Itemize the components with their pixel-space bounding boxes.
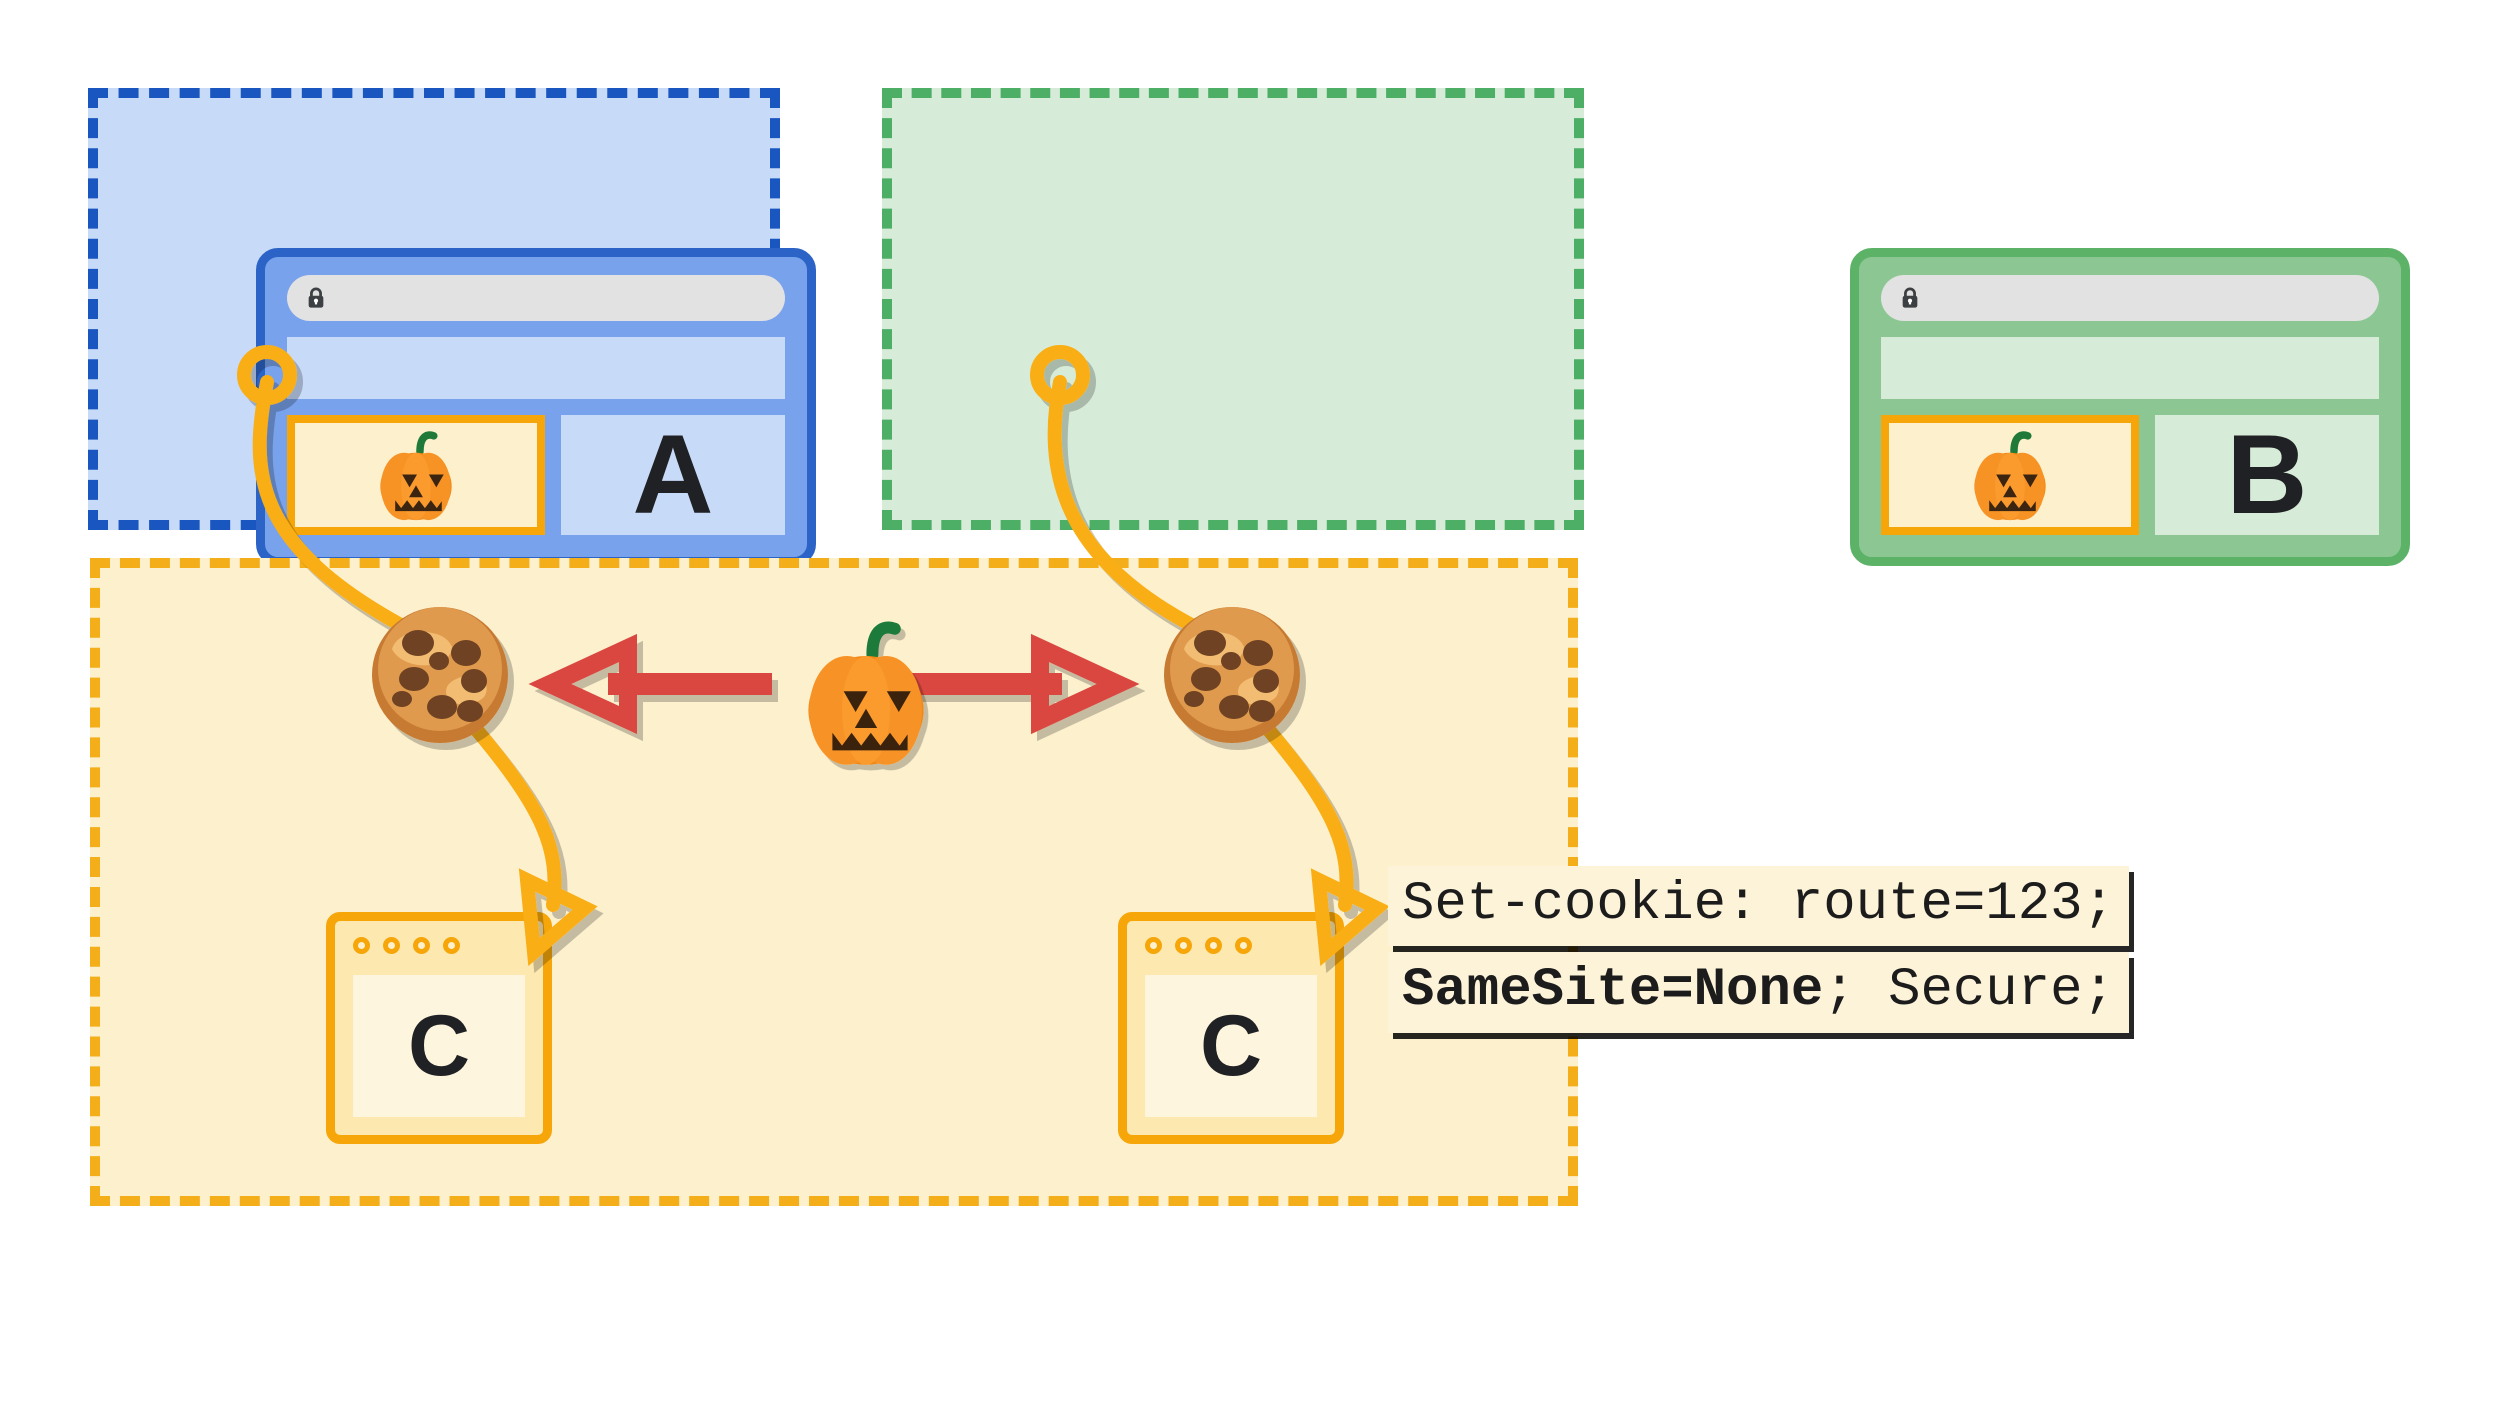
server-dot-icon — [1175, 937, 1192, 954]
server-label-c-left: C — [407, 998, 471, 1094]
page-content-b: B — [1881, 415, 2379, 535]
server-screen-right: C — [1145, 975, 1317, 1117]
samesite-secure-token: ; Secure; — [1823, 960, 2115, 1022]
site-label-b: B — [2226, 412, 2308, 537]
set-cookie-header-label: Set-cookie: route=123; SameSite=None; Se… — [1388, 866, 2129, 1033]
site-boundary-c — [90, 558, 1578, 1206]
content-placeholder-bar-b — [1881, 337, 2379, 399]
samesite-none-token: SameSite=None — [1402, 960, 1824, 1022]
server-dot-icon — [443, 937, 460, 954]
pumpkin-icon — [1974, 431, 2046, 521]
server-window-c-left: C — [326, 912, 552, 1144]
url-bar-b[interactable] — [1881, 275, 2379, 321]
server-dot-icon — [1235, 937, 1252, 954]
site-letter-cell-b: B — [2155, 415, 2379, 535]
server-window-c-right: C — [1118, 912, 1344, 1144]
set-cookie-line-1: Set-cookie: route=123; — [1388, 866, 2129, 947]
server-dot-icon — [353, 937, 370, 954]
embedded-image-frame-a — [287, 415, 545, 535]
lock-icon — [1902, 287, 1918, 308]
url-bar-a[interactable] — [287, 275, 785, 321]
lock-icon — [308, 287, 324, 308]
browser-window-a: A — [256, 248, 816, 566]
site-label-a: A — [632, 412, 714, 537]
set-cookie-line-2: SameSite=None; Secure; — [1388, 952, 2129, 1033]
server-dot-icon — [1145, 937, 1162, 954]
site-letter-cell-a: A — [561, 415, 785, 535]
pumpkin-icon — [380, 431, 452, 521]
server-dots — [353, 937, 460, 954]
server-screen-left: C — [353, 975, 525, 1117]
server-dots — [1145, 937, 1252, 954]
server-label-c-right: C — [1199, 998, 1263, 1094]
server-dot-icon — [1205, 937, 1222, 954]
browser-window-b: B — [1850, 248, 2410, 566]
content-placeholder-bar-a — [287, 337, 785, 399]
site-boundary-a: A — [88, 88, 816, 566]
embedded-image-frame-b — [1881, 415, 2139, 535]
site-boundary-b: B — [882, 88, 2410, 566]
server-dot-icon — [383, 937, 400, 954]
page-content-a: A — [287, 415, 785, 535]
server-dot-icon — [413, 937, 430, 954]
